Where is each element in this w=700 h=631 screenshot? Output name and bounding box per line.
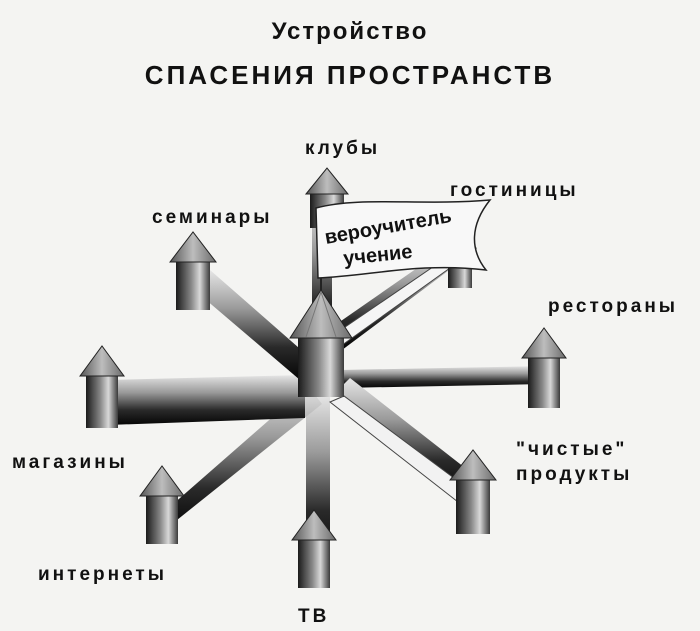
label-magaziny: магазины bbox=[12, 452, 128, 473]
tower-magaziny bbox=[79, 345, 125, 428]
tower-seminary bbox=[168, 231, 218, 310]
label-seminary: семинары bbox=[152, 207, 273, 228]
beam-highlight-bottom-right bbox=[329, 395, 471, 503]
beam-to-magaziny-tower bbox=[108, 375, 305, 425]
flag: вероучитель учение bbox=[315, 199, 492, 279]
beam-to-chistye-produkty-tower bbox=[336, 378, 478, 496]
label-klub: клубы bbox=[305, 138, 380, 159]
tower-internety bbox=[139, 465, 185, 544]
label-chistye: "чистые" bbox=[516, 439, 627, 460]
tower-restorany bbox=[521, 327, 567, 408]
label-produkty: продукты bbox=[516, 464, 632, 485]
beam-to-internety-tower bbox=[162, 386, 322, 532]
diagram-title-line1: Устройство bbox=[271, 18, 429, 45]
label-restorany: рестораны bbox=[548, 296, 678, 317]
tower-tv bbox=[291, 509, 337, 588]
beam-to-seminary-tower bbox=[185, 270, 315, 380]
labels: клубы гостиницы рестораны "чистые" проду… bbox=[12, 138, 678, 627]
diagram-title-line2: СПАСЕНИЯ ПРОСТРАНСТВ bbox=[144, 60, 556, 90]
label-gostinitsy: гостиницы bbox=[450, 180, 579, 201]
label-tv: ТВ bbox=[298, 606, 329, 627]
label-internety: интернеты bbox=[38, 564, 167, 585]
tower-chistye-produkty bbox=[448, 449, 498, 534]
beam-to-restorany-tower bbox=[340, 366, 545, 388]
